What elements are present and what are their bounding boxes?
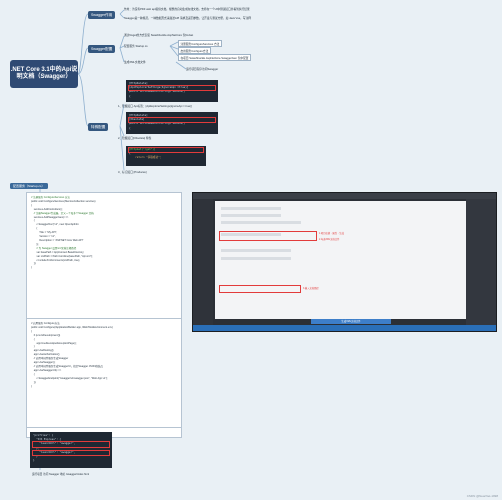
form-row [221, 249, 291, 252]
code-line: [HttpDelete] [129, 82, 148, 85]
code-line: { [129, 152, 131, 156]
panel2-line: { [31, 337, 35, 341]
form-row [221, 214, 281, 217]
vs-side-nav [193, 199, 213, 331]
panel-line: { [31, 203, 32, 207]
vs-solution-explorer [466, 199, 496, 331]
code-line-highlight: "launchUrl": "swagger", [32, 441, 110, 448]
panel2-line: app.UseAuthorization(); [31, 353, 61, 357]
code-ignoreapi: [HttpDelete] [ApiExplorerSettings(Ignore… [126, 80, 218, 102]
panel2-line: if (env.IsDevelopment()) [31, 333, 61, 337]
code-line: public ActionResult<String> Delete() [129, 90, 186, 94]
panel2-line: { [31, 329, 32, 333]
panel2-line: } [31, 345, 35, 349]
code-line: [HttpDelete] [129, 114, 148, 117]
central-topic-label: .NET Core 3.1中的Api说明文档（Swagger） [10, 66, 78, 81]
vs-status-bar [193, 325, 496, 331]
panel2-line: { [31, 372, 35, 376]
panel-line: c.IncludeXmlComments(xmlPath, true); [31, 258, 81, 262]
panel-line: services.AddSwaggerGen(c => [31, 215, 69, 219]
leaf-hide-api: 1、隐藏接口 Api标签：[ApiExplorerSettings(Ignore… [118, 105, 192, 108]
leaf-config-enable: 启用服务Configure方法 [178, 47, 211, 55]
code-line: "profiles": { [33, 434, 54, 437]
code-line: } [33, 459, 35, 463]
xml-path-highlight [219, 285, 301, 293]
code-line: }, [33, 446, 40, 450]
form-row [221, 257, 291, 260]
vs-tab-bar [193, 193, 496, 199]
panel-line: var xmlPath = Path.Combine(basePath, "Ap… [31, 254, 93, 258]
leaf-config-nuget: 通过Nuget的方式安装 Swashbuckle.AspNetCore 包NuG… [124, 34, 194, 37]
panel2-line: } [31, 384, 32, 388]
form-row [221, 221, 301, 224]
branch-swagger-purpose: Swagger作用 [88, 11, 116, 19]
panel-line: public void ConfigureServices(IServiceCo… [31, 199, 96, 203]
code-line: "IIS Express": { [33, 438, 62, 442]
leaf-config-xml: 生成XML文档文件 [124, 61, 146, 64]
leaf-config-register: 注册服务ConfigureServices 方法 [178, 40, 222, 48]
panel2-line: // 启用服务 Configure方法 [31, 322, 60, 325]
xml-doc-checkbox-highlight [219, 231, 317, 241]
branch-special-config: 特殊配置 [88, 123, 109, 131]
code-line: { [129, 126, 131, 130]
panel-line: // 注册服务 ConfigureServices 方法 [31, 196, 70, 199]
panel-line: { [31, 227, 38, 231]
panel2-line: app.UseDeveloperExceptionPage(); [31, 341, 77, 345]
panel-line: var basePath = AppContext.BaseDirectory; [31, 250, 85, 254]
code-line-highlight: [HttpGet("/get")] [128, 146, 204, 154]
annotation-3: 3.输入文档路径 [303, 288, 319, 290]
code-line: return "获取成功"; [129, 156, 162, 160]
panel2-line: app.UseRouting(); [31, 349, 55, 353]
panel-line: }); [31, 242, 39, 246]
panel2-line: c.SwaggerEndpoint("/swagger/v1/swagger.j… [31, 376, 108, 380]
panel-line: // 为 Swagger 设置xml文档注释路径 [31, 246, 77, 250]
panel-line: }); [31, 262, 37, 266]
vs-properties-screenshot: 1.项目右键→属性→生成 2.勾选XML文档文件 3.输入文档路径 生成XML文… [192, 192, 497, 332]
panel-line: services.AddControllers(); [31, 207, 63, 211]
leaf-config-run: 运行项目程序访问Swagger [186, 68, 219, 71]
run-caption: 运行项目 访问 Swagger 地址 /swagger/index.html [32, 473, 89, 476]
panel-line: c.SwaggerDoc("v1", new OpenApiInfo [31, 223, 79, 227]
code-line-highlight: [ApiExplorerSettings(IgnoreApi =true)] [128, 85, 216, 92]
panel2-line: }); [31, 380, 37, 384]
central-topic: .NET Core 3.1中的Api说明文档（Swagger） [10, 60, 78, 88]
panel2-line: app.UseSwaggerUI(c => [31, 368, 62, 372]
code-line: public ActionResult<String> Delete() [129, 122, 186, 126]
code-line: { [129, 94, 131, 98]
form-row [221, 207, 281, 210]
panel-line: Description = "ASP.NET Core Web API" [31, 238, 84, 242]
leaf-produces: 3、标记接口 [Produces] [118, 171, 147, 174]
panel-line: { [31, 219, 35, 223]
panel-line: // 注册Swagger生成器，定义一个和多个Swagger 文档 [31, 211, 94, 215]
leaf-config-swaggergen: 在项目 Swashbuckle.AspNetCore.SwaggerGen 包中… [178, 54, 251, 62]
panel2-line: app.UseSwagger(); [31, 361, 56, 365]
panel-line: Version = "v1", [31, 235, 56, 239]
configure-panel: // 启用服务 Configure方法 public void Configur… [26, 318, 182, 428]
annotation-2: 2.勾选XML文档文件 [319, 239, 340, 241]
vs-build-form: 1.项目右键→属性→生成 2.勾选XML文档文件 3.输入文档路径 [215, 201, 467, 319]
config-section-label: 配置服务（Startup.cs） [10, 183, 48, 189]
annotation-1: 1.项目右键→属性→生成 [319, 233, 344, 235]
panel-line: } [31, 266, 32, 270]
code-line: } [33, 455, 38, 459]
code-line-highlight: [Obsolete] [128, 117, 216, 124]
panel2-line: public void Configure(IApplicationBuilde… [31, 325, 113, 329]
form-row [221, 233, 281, 236]
leaf-purpose-1: 作用：为没有PDF web api提供文档，规整的自动生成在线文档，支持在一个U… [124, 8, 250, 11]
watermark: CSDN @NearNet-1998 [466, 494, 498, 498]
leaf-config-startup: 配置服务 Startup.cs [124, 45, 148, 48]
panel2-line: // 启用中间件服务生成SwaggerUI，指定Swagger JSON终结点 [31, 364, 103, 368]
code-line-highlight: "launchUrl": "swagger", [32, 449, 110, 457]
code-launch-settings: "profiles": { "IIS Express": { "launchUr… [30, 432, 112, 468]
branch-swagger-config: Swagger配置 [88, 45, 116, 53]
panel2-line: // 启用中间件服务生成Swagger [31, 357, 69, 361]
leaf-obsolete: 2、隐藏接口[Obsolete] 特性 [118, 137, 152, 140]
leaf-purpose-2: Swagger是一种规范，一种数据形式来描述API 请求及返回参数，让开发与测试… [124, 17, 251, 20]
code-obsolete: [HttpDelete] [Obsolete] public ActionRes… [126, 112, 218, 134]
code-produces: [HttpGet("/get")] { return "获取成功"; [126, 146, 206, 166]
xml-doc-banner: 生成XML文档文件 [311, 319, 391, 324]
panel-line: Title = "My API", [31, 231, 58, 235]
